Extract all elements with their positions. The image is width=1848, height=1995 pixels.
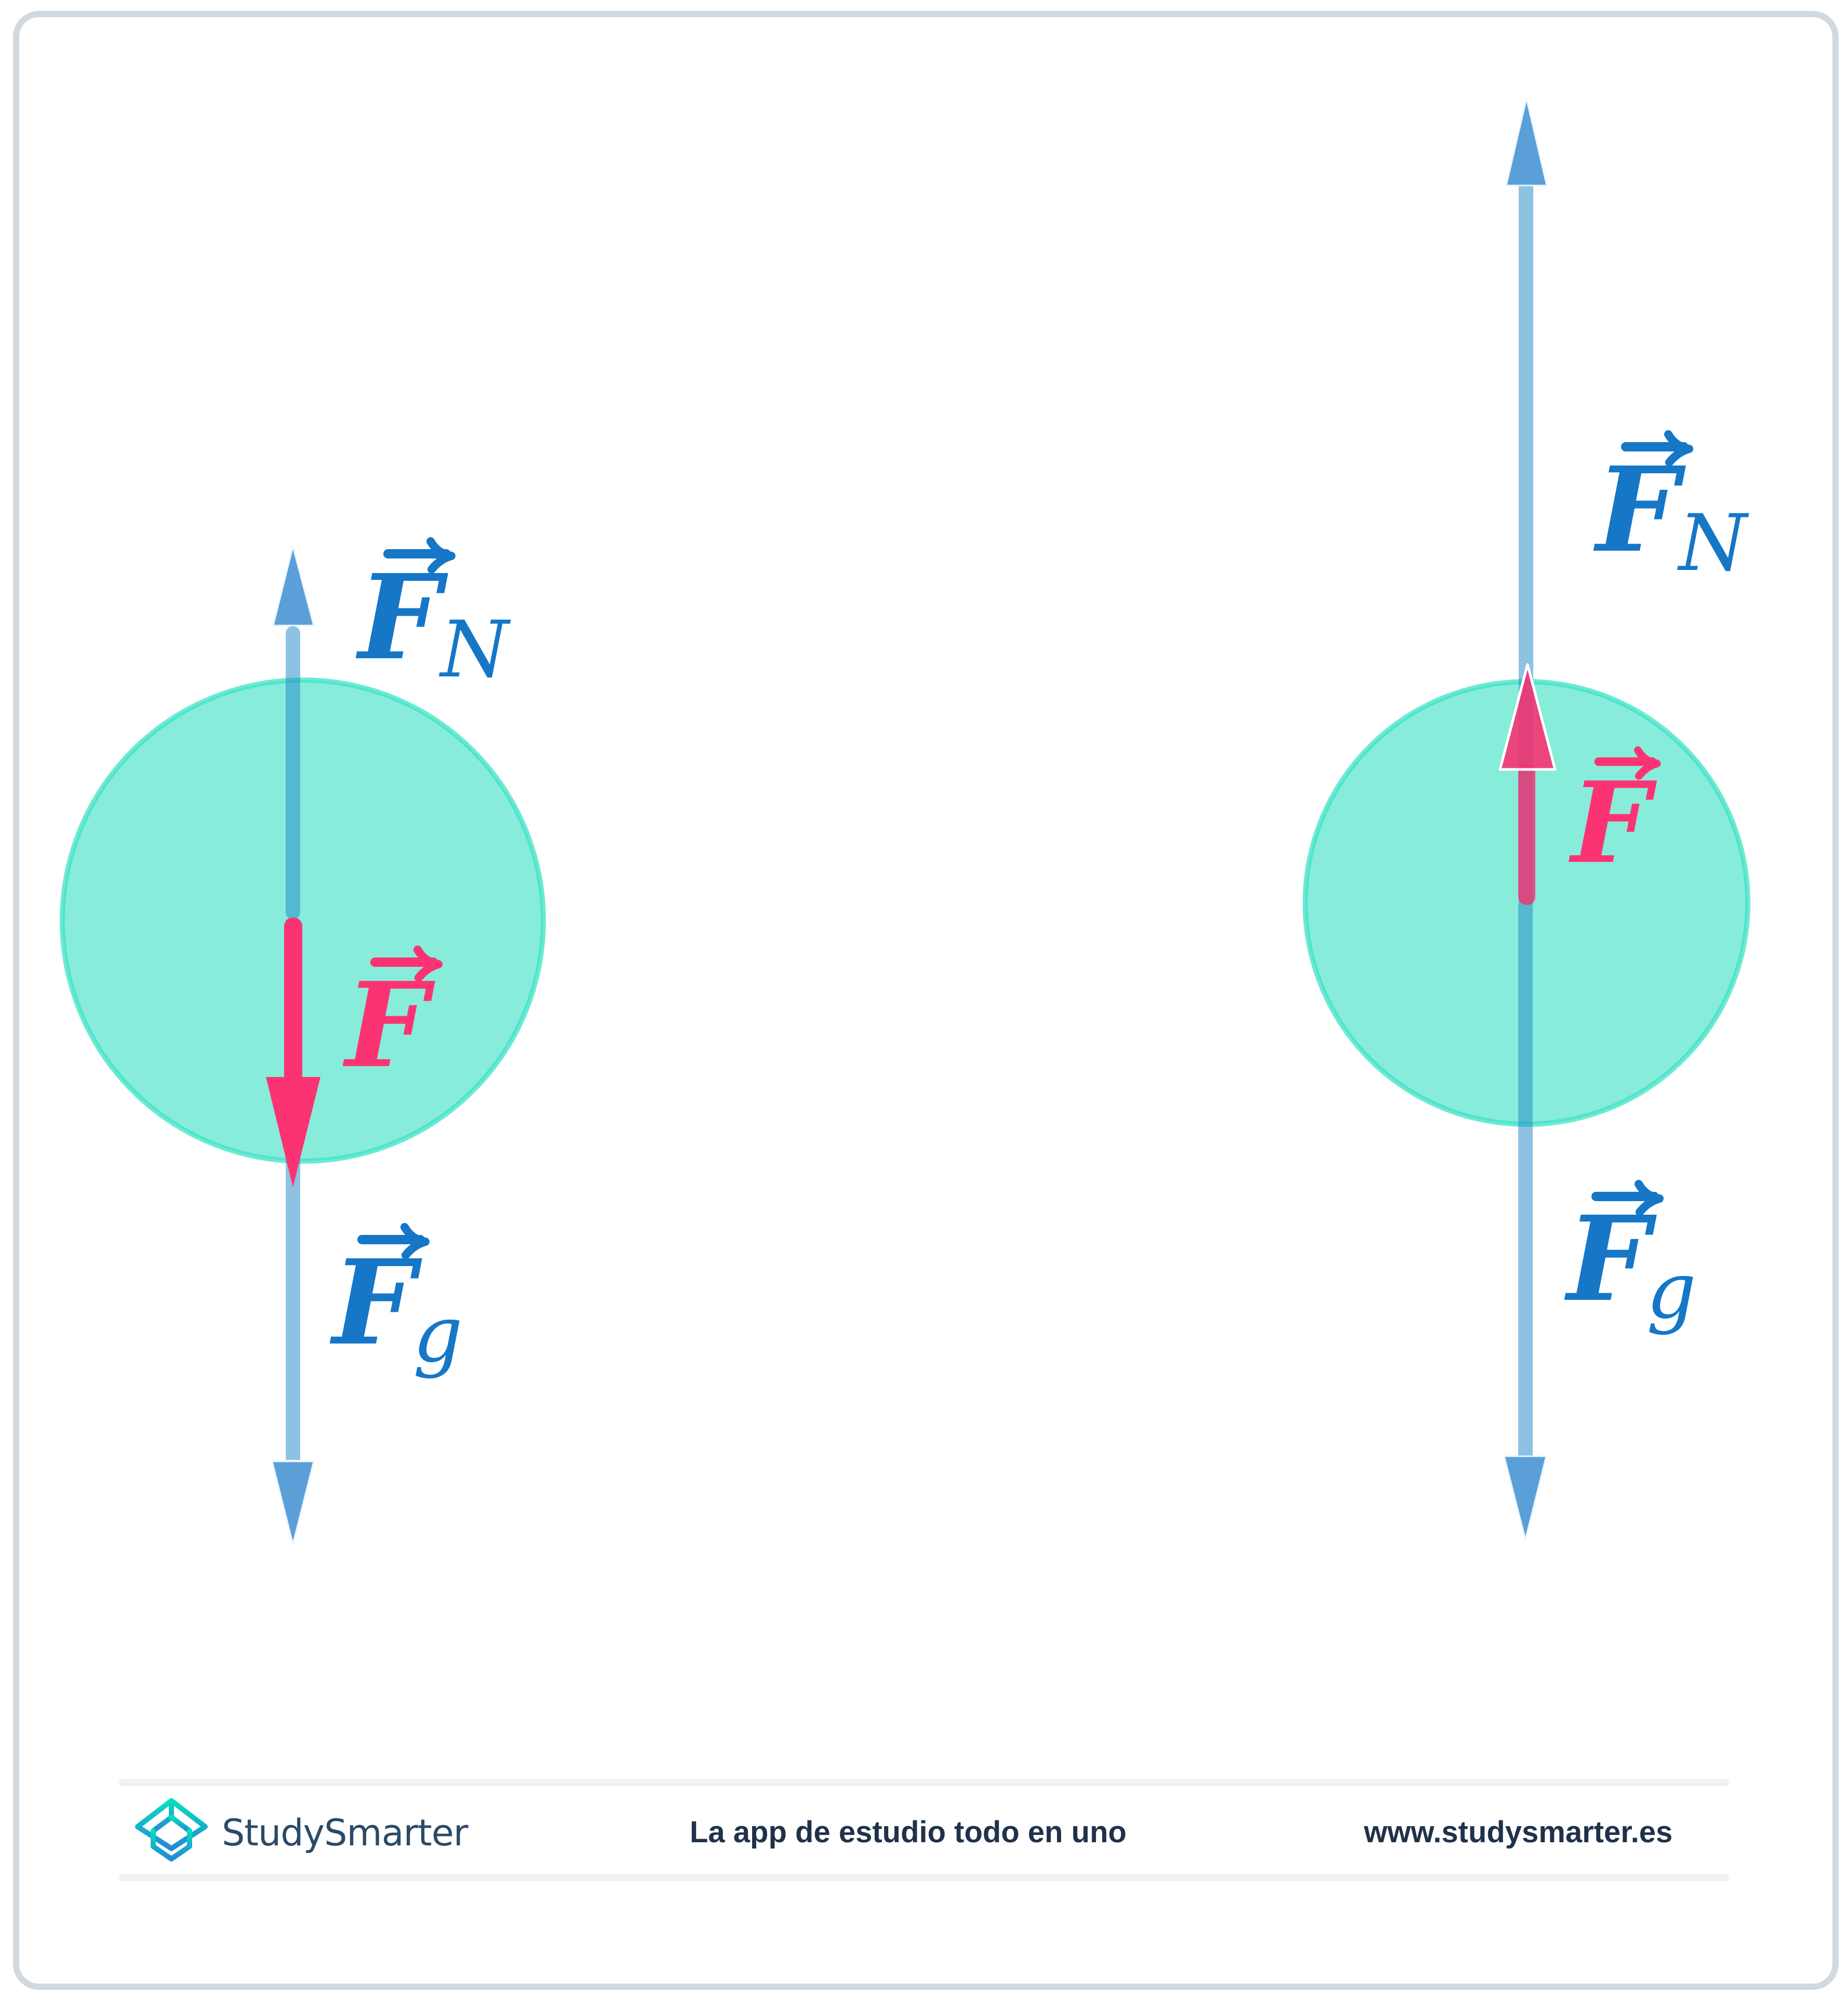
left-f-symbol: F: [342, 957, 435, 1094]
right-fg-subscript: g: [1646, 1246, 1696, 1336]
left-fg-symbol: F: [329, 1234, 422, 1372]
right-net-force-label: F: [1568, 750, 1657, 888]
footer-tagline: La app de estudio todo en uno: [690, 1815, 1127, 1849]
right-fn-symbol: F: [1593, 442, 1686, 579]
right-normal-force-label: F N: [1593, 434, 1749, 589]
right-gravity-force-arrow: [1503, 904, 1547, 1540]
studysmarter-logo-icon: [135, 1798, 208, 1861]
footer-divider-top: [119, 1779, 1729, 1786]
left-fn-symbol: F: [355, 549, 448, 686]
footer-website-link[interactable]: www.studysmarter.es: [1364, 1815, 1673, 1849]
right-fg-symbol: F: [1564, 1191, 1657, 1328]
left-body-circle: [60, 677, 546, 1164]
footer-divider-bottom: [119, 1874, 1729, 1881]
left-diagram: F N F F g: [60, 541, 546, 1545]
left-fg-subscript: g: [413, 1289, 463, 1380]
brand-name: StudySmarter: [222, 1812, 468, 1854]
left-normal-force-label: F N: [355, 541, 511, 695]
left-normal-force-arrow: [272, 546, 315, 920]
right-gravity-force-label: F g: [1564, 1184, 1696, 1336]
left-gravity-force-label: F g: [329, 1227, 463, 1380]
right-net-force-arrow: [1498, 663, 1557, 905]
left-net-force-arrow: [266, 917, 320, 1187]
right-diagram: F N F F g: [1303, 98, 1750, 1540]
right-fn-subscript: N: [1677, 498, 1749, 589]
left-net-force-label: F: [342, 950, 438, 1094]
left-fn-subscript: N: [439, 605, 511, 695]
right-f-symbol: F: [1568, 757, 1657, 888]
